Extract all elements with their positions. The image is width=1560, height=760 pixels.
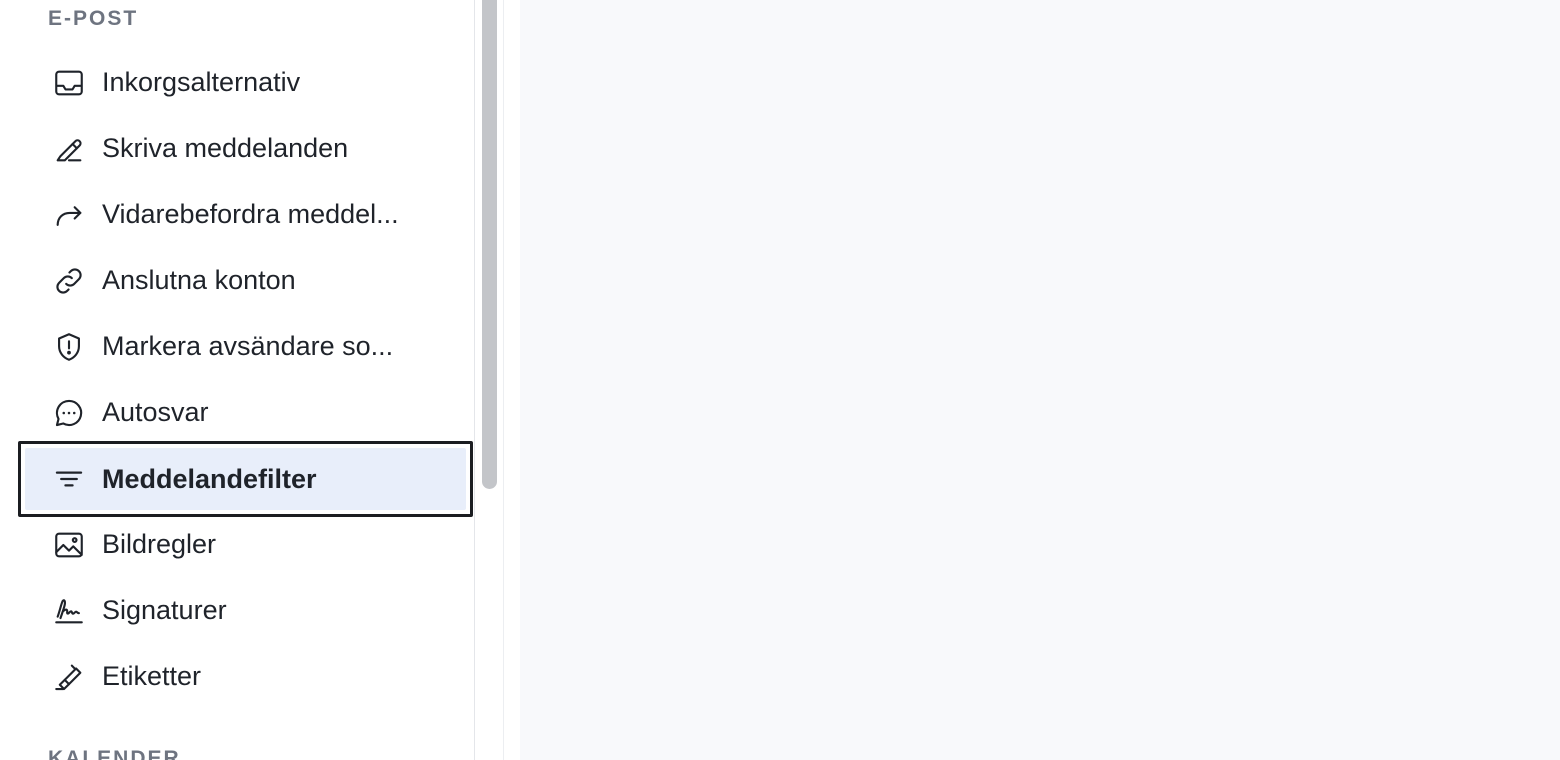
settings-content-pane: [520, 0, 1560, 760]
shield-alert-icon: [52, 330, 86, 364]
sidebar-item-label: Bildregler: [102, 529, 217, 559]
sidebar-item-label: Vidarebefordra meddel...: [102, 199, 399, 229]
sidebar-item-labels[interactable]: Etiketter: [20, 643, 472, 709]
highlighter-icon: [52, 660, 86, 694]
sidebar-scrollbar[interactable]: [476, 0, 504, 760]
sidebar-item-label: Etiketter: [102, 661, 202, 691]
pane-divider: [504, 0, 520, 760]
sidebar-item-label: Anslutna konton: [102, 265, 296, 295]
chat-bubble-icon: [52, 396, 86, 430]
sidebar-item-message-filter[interactable]: Meddelandefilter: [18, 441, 473, 517]
sidebar-item-auto-reply[interactable]: Autosvar: [20, 379, 472, 445]
signature-icon: [52, 594, 86, 628]
link-icon: [52, 264, 86, 298]
sidebar-item-forwarding[interactable]: Vidarebefordra meddel...: [20, 181, 472, 247]
selected-highlight: [25, 448, 466, 510]
sidebar-item-inbox-options[interactable]: Inkorgsalternativ: [20, 49, 472, 115]
scrollbar-thumb[interactable]: [482, 0, 497, 489]
section-heading-calendar: KALENDER: [48, 747, 181, 760]
pencil-icon: [52, 132, 86, 166]
sidebar-item-label: Inkorgsalternativ: [102, 67, 301, 97]
sidebar-item-label: Autosvar: [102, 397, 209, 427]
forward-arrow-icon: [52, 198, 86, 232]
section-heading-email: E-POST: [48, 7, 139, 30]
sidebar-item-label: Signaturer: [102, 595, 227, 625]
sidebar-item-signatures[interactable]: Signaturer: [20, 577, 472, 643]
settings-sidebar: E-POST Inkorgsalternativ Skriva meddelan…: [0, 0, 475, 760]
sidebar-item-compose[interactable]: Skriva meddelanden: [20, 115, 472, 181]
filter-icon: [52, 462, 86, 496]
image-icon: [52, 528, 86, 562]
sidebar-item-connected-accounts[interactable]: Anslutna konton: [20, 247, 472, 313]
inbox-icon: [52, 66, 86, 100]
sidebar-item-label: Meddelandefilter: [102, 464, 317, 494]
sidebar-item-mark-senders[interactable]: Markera avsändare so...: [20, 313, 472, 379]
sidebar-item-label: Skriva meddelanden: [102, 133, 349, 163]
sidebar-item-image-rules[interactable]: Bildregler: [20, 511, 472, 577]
sidebar-item-label: Markera avsändare so...: [102, 331, 394, 361]
